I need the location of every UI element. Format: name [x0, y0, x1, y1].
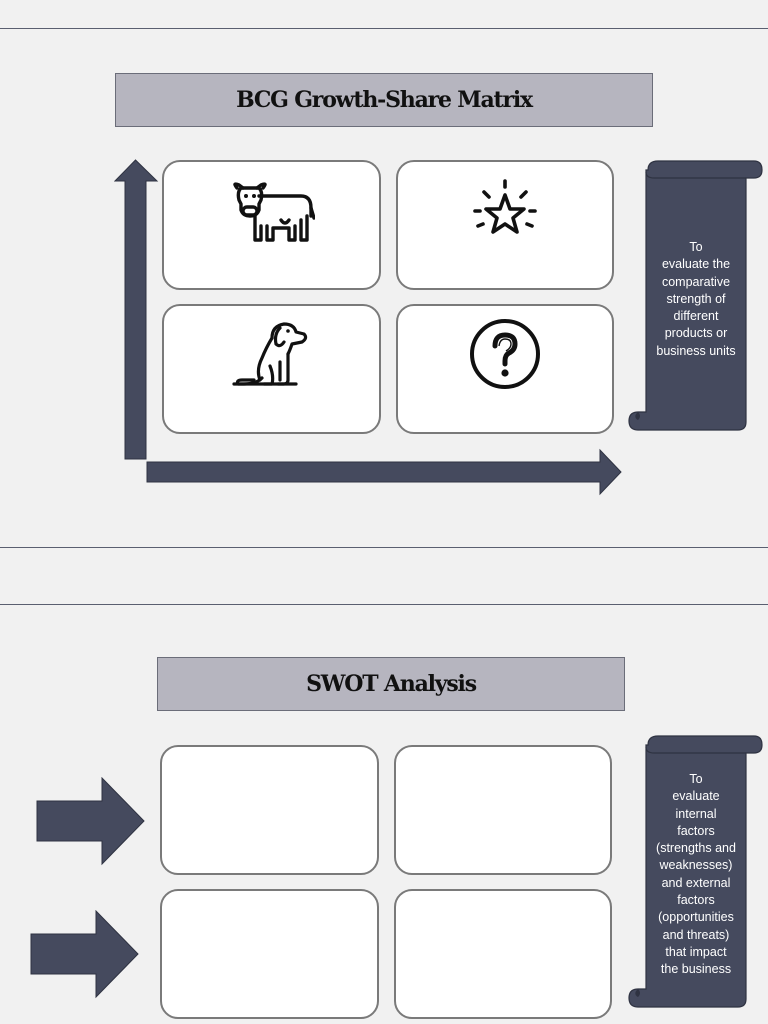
- dog-icon: [231, 322, 307, 386]
- swot-slide: SWOT Analysis To evaluate internal facto…: [0, 604, 768, 1024]
- question-mark-icon: [470, 319, 540, 389]
- swot-box-strengths: [160, 745, 379, 875]
- vertical-axis-arrow: [114, 159, 159, 460]
- swot-box-weaknesses: [394, 745, 612, 875]
- swot-box-threats: [394, 889, 612, 1019]
- swot-description-scroll: [628, 735, 763, 1008]
- bcg-title: BCG Growth-Share Matrix: [236, 87, 533, 113]
- bcg-title-bar: BCG Growth-Share Matrix: [115, 73, 653, 127]
- bcg-description-scroll: [628, 160, 763, 431]
- horizontal-axis-arrow: [146, 448, 622, 496]
- swot-arrow-bottom: [30, 910, 139, 999]
- swot-box-opportunities: [160, 889, 379, 1019]
- swot-title-bar: SWOT Analysis: [157, 657, 625, 711]
- bcg-slide: BCG Growth-Share Matrix: [0, 28, 768, 548]
- bcg-quadrant-star: [396, 160, 614, 290]
- bcg-quadrant-cash-cow: [162, 160, 381, 290]
- swot-description: To evaluate internal factors (strengths …: [656, 772, 736, 977]
- cow-icon: [232, 182, 315, 242]
- bcg-quadrant-dog: [162, 304, 381, 434]
- bcg-description: To evaluate the comparative strength of …: [656, 240, 736, 358]
- swot-arrow-top: [36, 777, 145, 866]
- swot-title: SWOT Analysis: [306, 671, 477, 697]
- star-icon: [473, 179, 537, 234]
- bcg-quadrant-question-mark: [396, 304, 614, 434]
